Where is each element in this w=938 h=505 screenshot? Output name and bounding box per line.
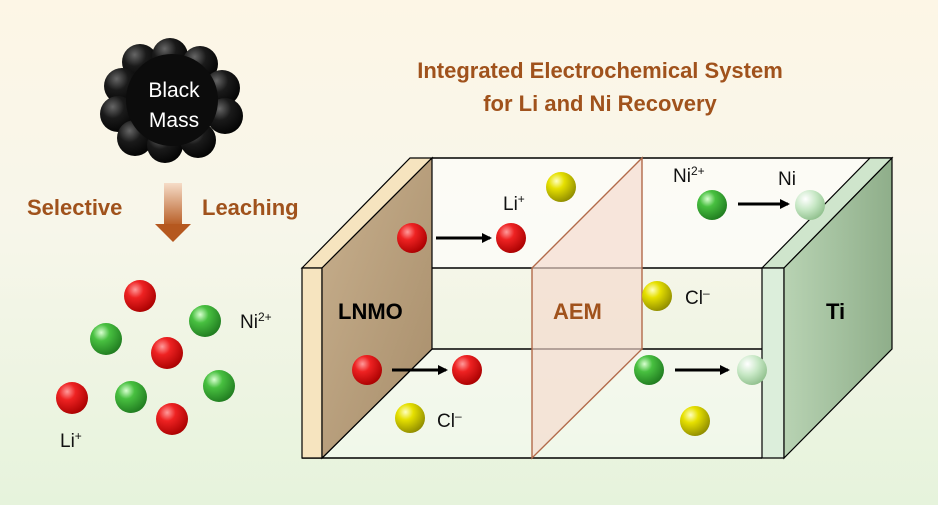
li-ion [151, 337, 183, 369]
cell-ions [352, 172, 825, 436]
ti-electrode [760, 156, 894, 460]
li-ion [124, 280, 156, 312]
black-mass-label-line1: Black [148, 79, 200, 102]
ni-metal [737, 355, 767, 385]
ni-ion [697, 190, 727, 220]
ti-label: Ti [826, 299, 846, 324]
aem-label: AEM [553, 299, 602, 324]
ni-ion [115, 381, 147, 413]
cl-ion-label: Cl– [437, 409, 462, 432]
li-ion-label: Li+ [60, 429, 82, 452]
ni-ion [634, 355, 664, 385]
ni-metal [795, 190, 825, 220]
li-ion [496, 223, 526, 253]
black-mass-cluster [100, 38, 243, 163]
cl-ion [642, 281, 672, 311]
ni-ion [90, 323, 122, 355]
cl-ion [395, 403, 425, 433]
li-ion [156, 403, 188, 435]
ni-ion [189, 305, 221, 337]
transport-arrows [392, 199, 790, 375]
cl-ion-label: Cl– [685, 286, 710, 309]
li-ion [452, 355, 482, 385]
leaching-arrow-shaft [164, 183, 182, 227]
ni-metal-label: Ni [778, 169, 796, 190]
leaching-label-selective: Selective [27, 195, 123, 220]
li-ion [352, 355, 382, 385]
ni-ion-label: Ni2+ [240, 310, 272, 333]
ni-ion [203, 370, 235, 402]
ni-ion-label: Ni2+ [673, 164, 705, 187]
cl-ion [546, 172, 576, 202]
li-ion [397, 223, 427, 253]
aem-membrane [531, 156, 643, 460]
lnmo-label: LNMO [338, 299, 403, 324]
diagram-title-line1: Integrated Electrochemical System [417, 58, 783, 83]
li-ion [56, 382, 88, 414]
leached-ion-cloud [56, 280, 235, 435]
li-ion-label: Li+ [503, 192, 525, 215]
cl-ion [680, 406, 710, 436]
leaching-arrow-head [155, 224, 191, 242]
diagram-title-line2: for Li and Ni Recovery [483, 91, 717, 116]
leaching-label-leaching: Leaching [202, 195, 299, 220]
black-mass-label-line2: Mass [148, 109, 200, 132]
